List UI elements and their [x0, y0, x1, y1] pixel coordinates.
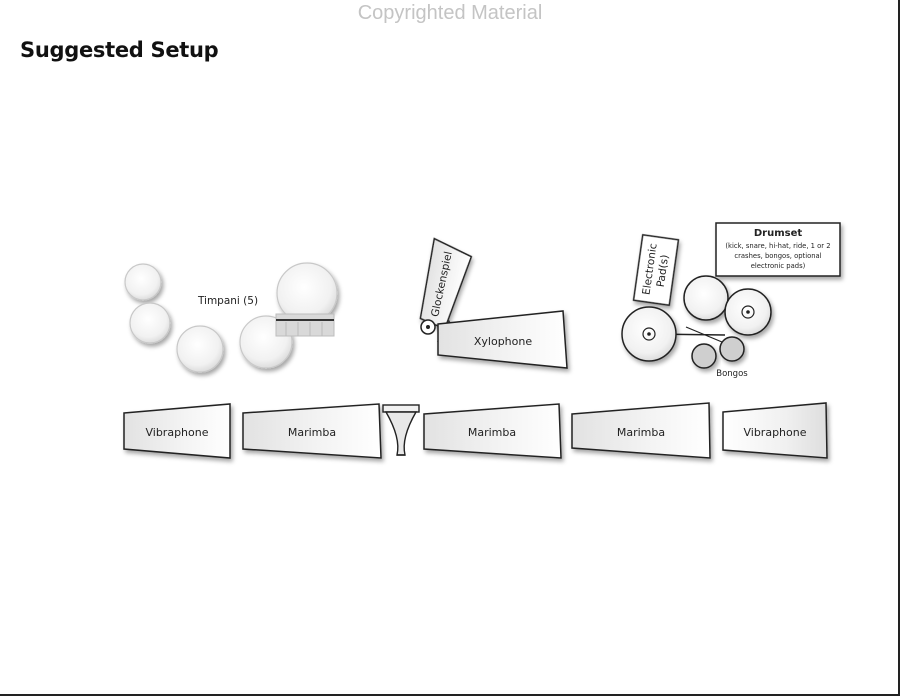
marimba-2: Marimba	[423, 403, 562, 459]
xylophone-shape	[437, 310, 568, 369]
drumset-note-line2: crashes, bongos, optional	[734, 252, 821, 260]
marimba-2-label: Marimba	[468, 426, 516, 439]
drumset-note-line1: (kick, snare, hi-hat, ride, 1 or 2	[725, 242, 830, 250]
drumset-group: Drumset (kick, snare, hi-hat, ride, 1 or…	[621, 222, 841, 379]
timpani-stand	[275, 313, 335, 337]
xylophone-label: Xylophone	[474, 335, 532, 348]
marimba-1: Marimba	[242, 403, 382, 459]
vibraphone-right-label: Vibraphone	[743, 426, 806, 439]
drumset-tom	[683, 275, 729, 321]
bongos-label: Bongos	[716, 369, 748, 379]
timpani-drum-3	[176, 325, 224, 373]
drumset-note-line3: electronic pads)	[751, 262, 806, 270]
timpani-label: Timpani (5)	[197, 295, 258, 307]
marimba-3-label: Marimba	[617, 426, 665, 439]
page-bottom-edge	[0, 694, 900, 696]
marimba-1-label: Marimba	[288, 426, 336, 439]
page-right-edge	[898, 0, 900, 696]
timpani-drum-1	[124, 263, 162, 301]
djembe-icon	[382, 404, 420, 456]
electronic-pads-label-line2: Pad(s)	[655, 254, 671, 288]
timpani-drum-2	[129, 302, 171, 344]
bongo-2	[719, 336, 745, 362]
drumset-title: Drumset	[754, 228, 803, 239]
front-row: Vibraphone Marimba Marimba Marimba Vibra…	[123, 402, 828, 459]
glockenspiel-group: Glockenspiel	[419, 237, 473, 335]
timpani-group: Timpani (5)	[124, 262, 338, 373]
xylophone-group: Xylophone	[436, 310, 568, 369]
marimba-3: Marimba	[571, 402, 711, 459]
bongo-1	[691, 343, 717, 369]
vibraphone-left: Vibraphone	[123, 403, 231, 459]
electronic-pads-box	[632, 233, 680, 307]
drumset-info-box	[715, 222, 841, 277]
vibraphone-right: Vibraphone	[722, 402, 828, 459]
vibraphone-left-label: Vibraphone	[145, 426, 208, 439]
copyright-watermark: Copyrighted Material	[357, 2, 543, 24]
page-title: Suggested Setup	[20, 38, 219, 62]
electronic-pads-group: Electronic Pad(s)	[632, 233, 680, 307]
